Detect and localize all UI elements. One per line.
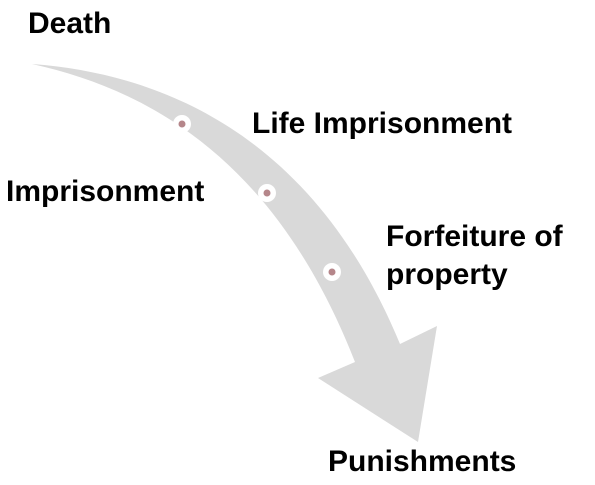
label-forfeiture-of-property: Forfeiture of property <box>386 220 563 291</box>
label-punishments: Punishments <box>328 445 517 478</box>
curved-arrow <box>32 64 437 442</box>
label-life-imprisonment: Life Imprisonment <box>252 107 513 140</box>
label-death: Death <box>28 7 112 40</box>
marker-2 <box>258 184 276 202</box>
label-imprisonment: Imprisonment <box>6 175 205 208</box>
marker-3 <box>323 263 341 281</box>
marker-1 <box>173 115 191 133</box>
